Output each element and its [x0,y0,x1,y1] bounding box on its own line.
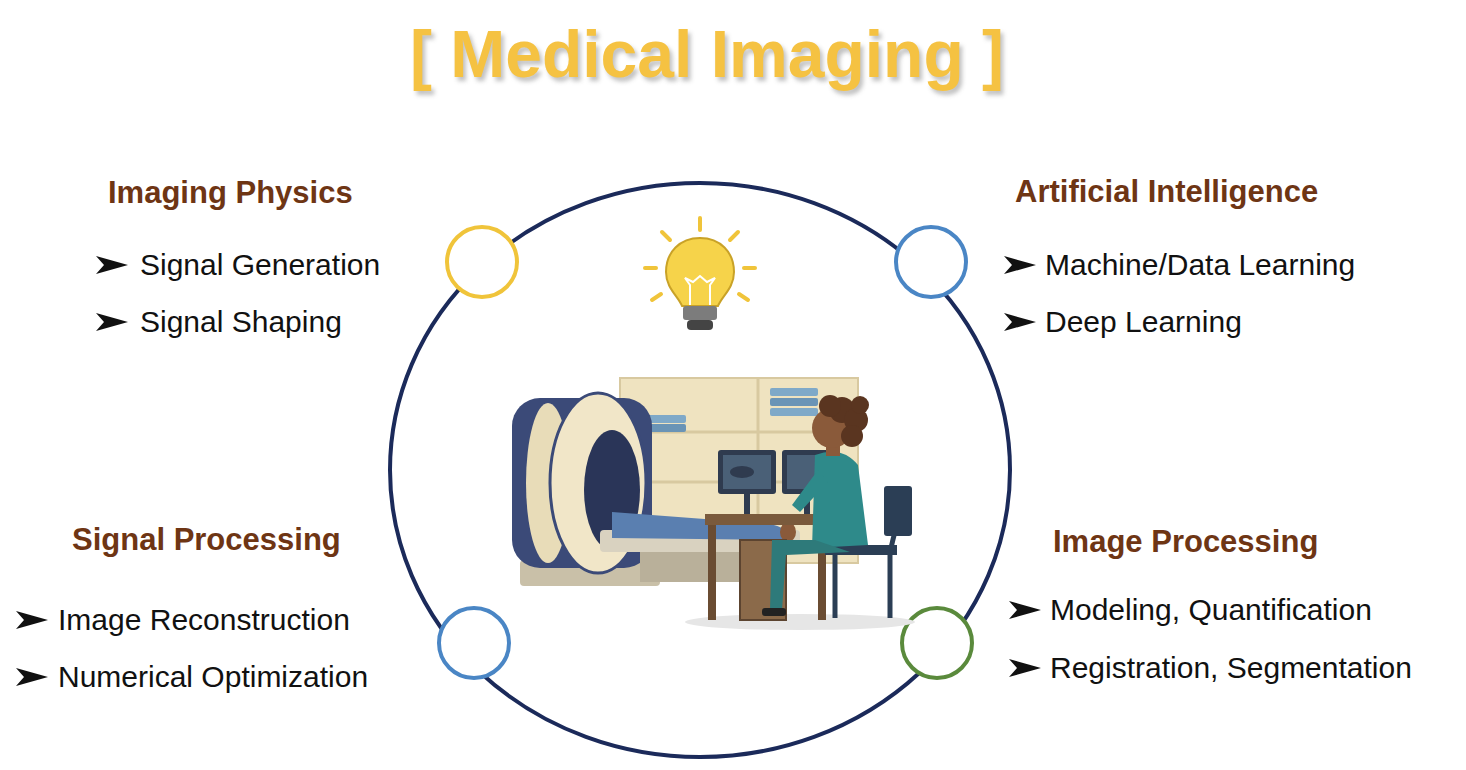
bullet-arrows [16,256,1041,686]
lightbulb [645,218,755,330]
bullet-arrow [16,668,48,686]
mri-scanner [512,393,660,586]
topic-item: Registration, Segmentation [1050,651,1412,686]
marker-circle [439,608,509,678]
section-heading: Signal Processing [72,522,341,558]
bullet-arrow [96,313,128,331]
person [762,395,869,616]
topic-item: Image Reconstruction [58,603,350,638]
diagram-title: [ Medical Imaging ] [410,17,1004,93]
marker-circle [902,608,972,678]
floor-shadow [685,614,915,630]
section-heading: Artificial Intelligence [1015,174,1318,210]
section-heading: Image Processing [1053,524,1318,560]
topic-item: Modeling, Quantification [1050,593,1372,628]
bullet-arrow [1004,313,1036,331]
bullet-arrow [1009,601,1041,619]
bullet-arrow [1009,659,1041,677]
ring [390,183,1010,757]
topic-item: Numerical Optimization [58,660,368,695]
topic-item: Machine/Data Learning [1045,248,1355,283]
marker-circle [896,227,966,297]
chair-back [884,486,912,536]
bullet-arrow [16,611,48,629]
bullet-arrow [96,256,128,274]
marker-circle [447,227,517,297]
bullet-arrow [1004,256,1036,274]
topic-item: Signal Generation [140,248,380,283]
section-heading: Imaging Physics [108,175,353,211]
topic-item: Signal Shaping [140,305,342,340]
topic-item: Deep Learning [1045,305,1242,340]
